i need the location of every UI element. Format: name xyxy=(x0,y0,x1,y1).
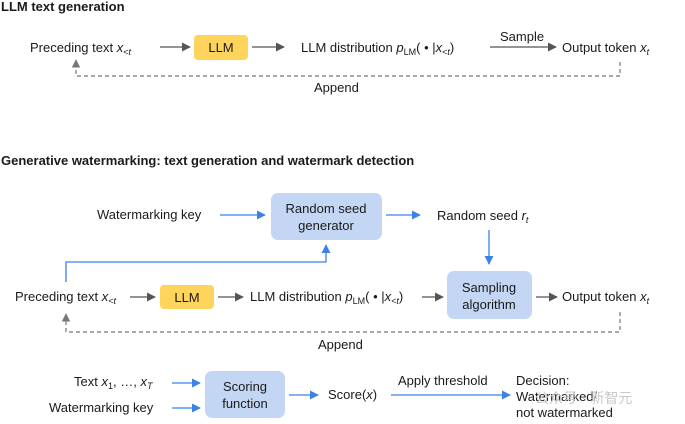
s2-append-label: Append xyxy=(318,337,363,352)
s1-llm-distribution: LLM distribution pLM( • |x<t) xyxy=(301,40,454,57)
s2-score: Score(x) xyxy=(328,387,377,402)
s2-sampling-line2: algorithm xyxy=(462,297,515,312)
s2-llm-box xyxy=(160,285,214,309)
s2-decision-line3: not watermarked xyxy=(516,405,613,420)
s2-random-seed-generator-box xyxy=(271,193,382,240)
watermark-overlay: 公众号 · 新智元 xyxy=(535,391,632,407)
s1-sample-label: Sample xyxy=(500,29,544,44)
s2-arrow-preceding-to-rsg xyxy=(65,244,331,282)
s2-decision-line1: Decision: xyxy=(516,373,569,388)
s2-decision-line2: Watermarked/ xyxy=(516,389,598,404)
s2-rsg-line2: generator xyxy=(298,218,354,233)
s2-llm-distribution: LLM distribution pLM( • |x<t) xyxy=(250,289,403,306)
s1-preceding-text: Preceding text x<t xyxy=(30,40,131,57)
s2-preceding-text: Preceding text x<t xyxy=(15,289,116,306)
s2-watermarking-key: Watermarking key xyxy=(97,207,202,222)
s2-output-token: Output token xt xyxy=(562,289,650,306)
s1-append-label: Append xyxy=(314,80,359,95)
s2-text-inputs: Text x1, …, xT xyxy=(74,374,154,391)
s2-sampling-line1: Sampling xyxy=(462,280,516,295)
section1-title: LLM text generation xyxy=(1,0,125,14)
s2-scoring-function-box xyxy=(205,371,285,418)
s2-scoring-line2: function xyxy=(222,396,268,411)
s2-scoring-line1: Scoring xyxy=(223,379,267,394)
s1-llm-box xyxy=(194,35,248,60)
s2-sampling-algorithm-box xyxy=(447,271,532,319)
s2-watermarking-key-2: Watermarking key xyxy=(49,400,154,415)
s2-random-seed: Random seed rt xyxy=(437,208,529,225)
s2-append-loop xyxy=(61,312,621,333)
section2-title: Generative watermarking: text generation… xyxy=(1,153,414,168)
s2-llm-label: LLM xyxy=(174,290,199,305)
s1-llm-label: LLM xyxy=(208,40,233,55)
s2-apply-threshold: Apply threshold xyxy=(398,373,488,388)
s1-output-token: Output token xt xyxy=(562,40,650,57)
s1-append-loop xyxy=(71,59,621,77)
s2-rsg-line1: Random seed xyxy=(286,201,367,216)
